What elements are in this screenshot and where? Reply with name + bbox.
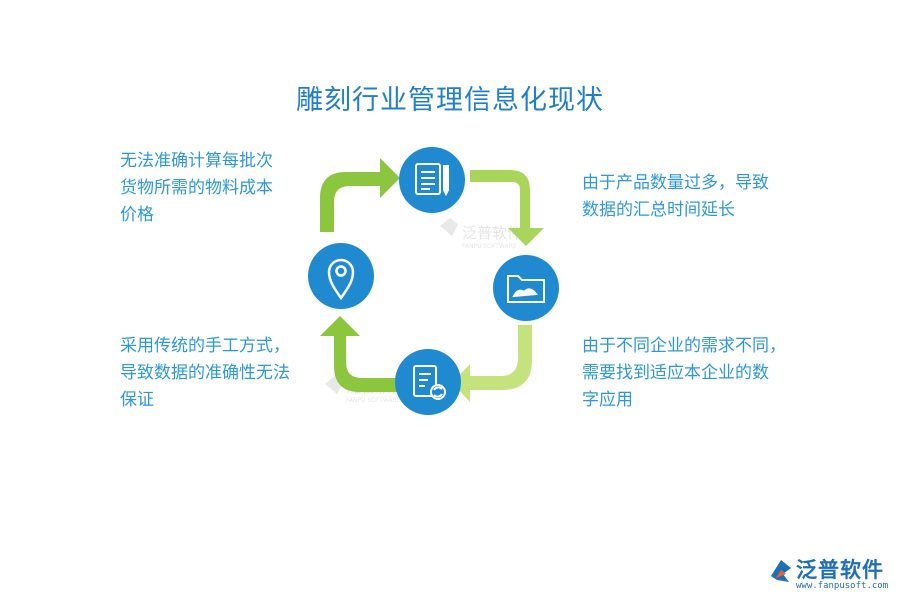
arrow-bottom-left bbox=[320, 316, 398, 392]
fanpu-logo-icon bbox=[771, 560, 791, 582]
location-pin-icon bbox=[327, 258, 355, 301]
note-line: 数据的汇总时间延长 bbox=[582, 200, 735, 220]
arrow-bottom-right bbox=[452, 325, 532, 402]
logo-name: 泛普软件 bbox=[796, 558, 884, 582]
watermark-sub: FANPU SOFTWARE bbox=[346, 397, 401, 404]
note-line: 需要找到适应本企业的数 bbox=[582, 363, 769, 383]
note-line: 导致数据的准确性无法 bbox=[120, 363, 290, 383]
cycle-node-right bbox=[493, 255, 559, 321]
watermark-sub: FANPU SOFTWARE bbox=[462, 243, 517, 250]
page-title: 雕刻行业管理信息化现状 bbox=[296, 85, 604, 116]
watermark-logo-icon bbox=[440, 218, 458, 236]
cycle-node-top bbox=[399, 147, 465, 213]
note-top-left: 无法准确计算每批次 货物所需的物料成本 价格 bbox=[120, 148, 320, 229]
note-line: 货物所需的物料成本 bbox=[120, 178, 273, 198]
arrow-top-left bbox=[320, 158, 400, 232]
note-bottom-left: 采用传统的手工方式， 导致数据的准确性无法 保证 bbox=[120, 333, 330, 414]
note-line: 价格 bbox=[120, 205, 154, 225]
note-line: 由于不同企业的需求不同， bbox=[582, 336, 786, 356]
note-line: 由于产品数量过多，导致 bbox=[582, 173, 769, 193]
document-refresh-icon bbox=[413, 365, 446, 400]
watermark-name: 泛普软件 bbox=[462, 224, 522, 242]
logo-url: www.fanpusoft.com bbox=[796, 581, 889, 591]
brand-logo: 泛普软件 www.fanpusoft.com bbox=[768, 554, 894, 598]
note-line: 字应用 bbox=[582, 390, 633, 410]
note-line: 保证 bbox=[120, 390, 154, 410]
watermark: 泛普软件 FANPU SOFTWARE bbox=[440, 218, 522, 250]
note-bottom-right: 由于不同企业的需求不同， 需要找到适应本企业的数 字应用 bbox=[582, 333, 822, 414]
note-top-right: 由于产品数量过多，导致 数据的汇总时间延长 bbox=[582, 170, 822, 224]
note-line: 采用传统的手工方式， bbox=[120, 336, 290, 356]
cycle-node-bottom bbox=[395, 349, 461, 415]
cycle-node-left bbox=[308, 243, 374, 309]
arrow-top-right bbox=[470, 170, 544, 246]
note-line: 无法准确计算每批次 bbox=[120, 151, 273, 171]
folder-icon bbox=[507, 275, 545, 303]
document-edit-icon bbox=[415, 163, 449, 197]
